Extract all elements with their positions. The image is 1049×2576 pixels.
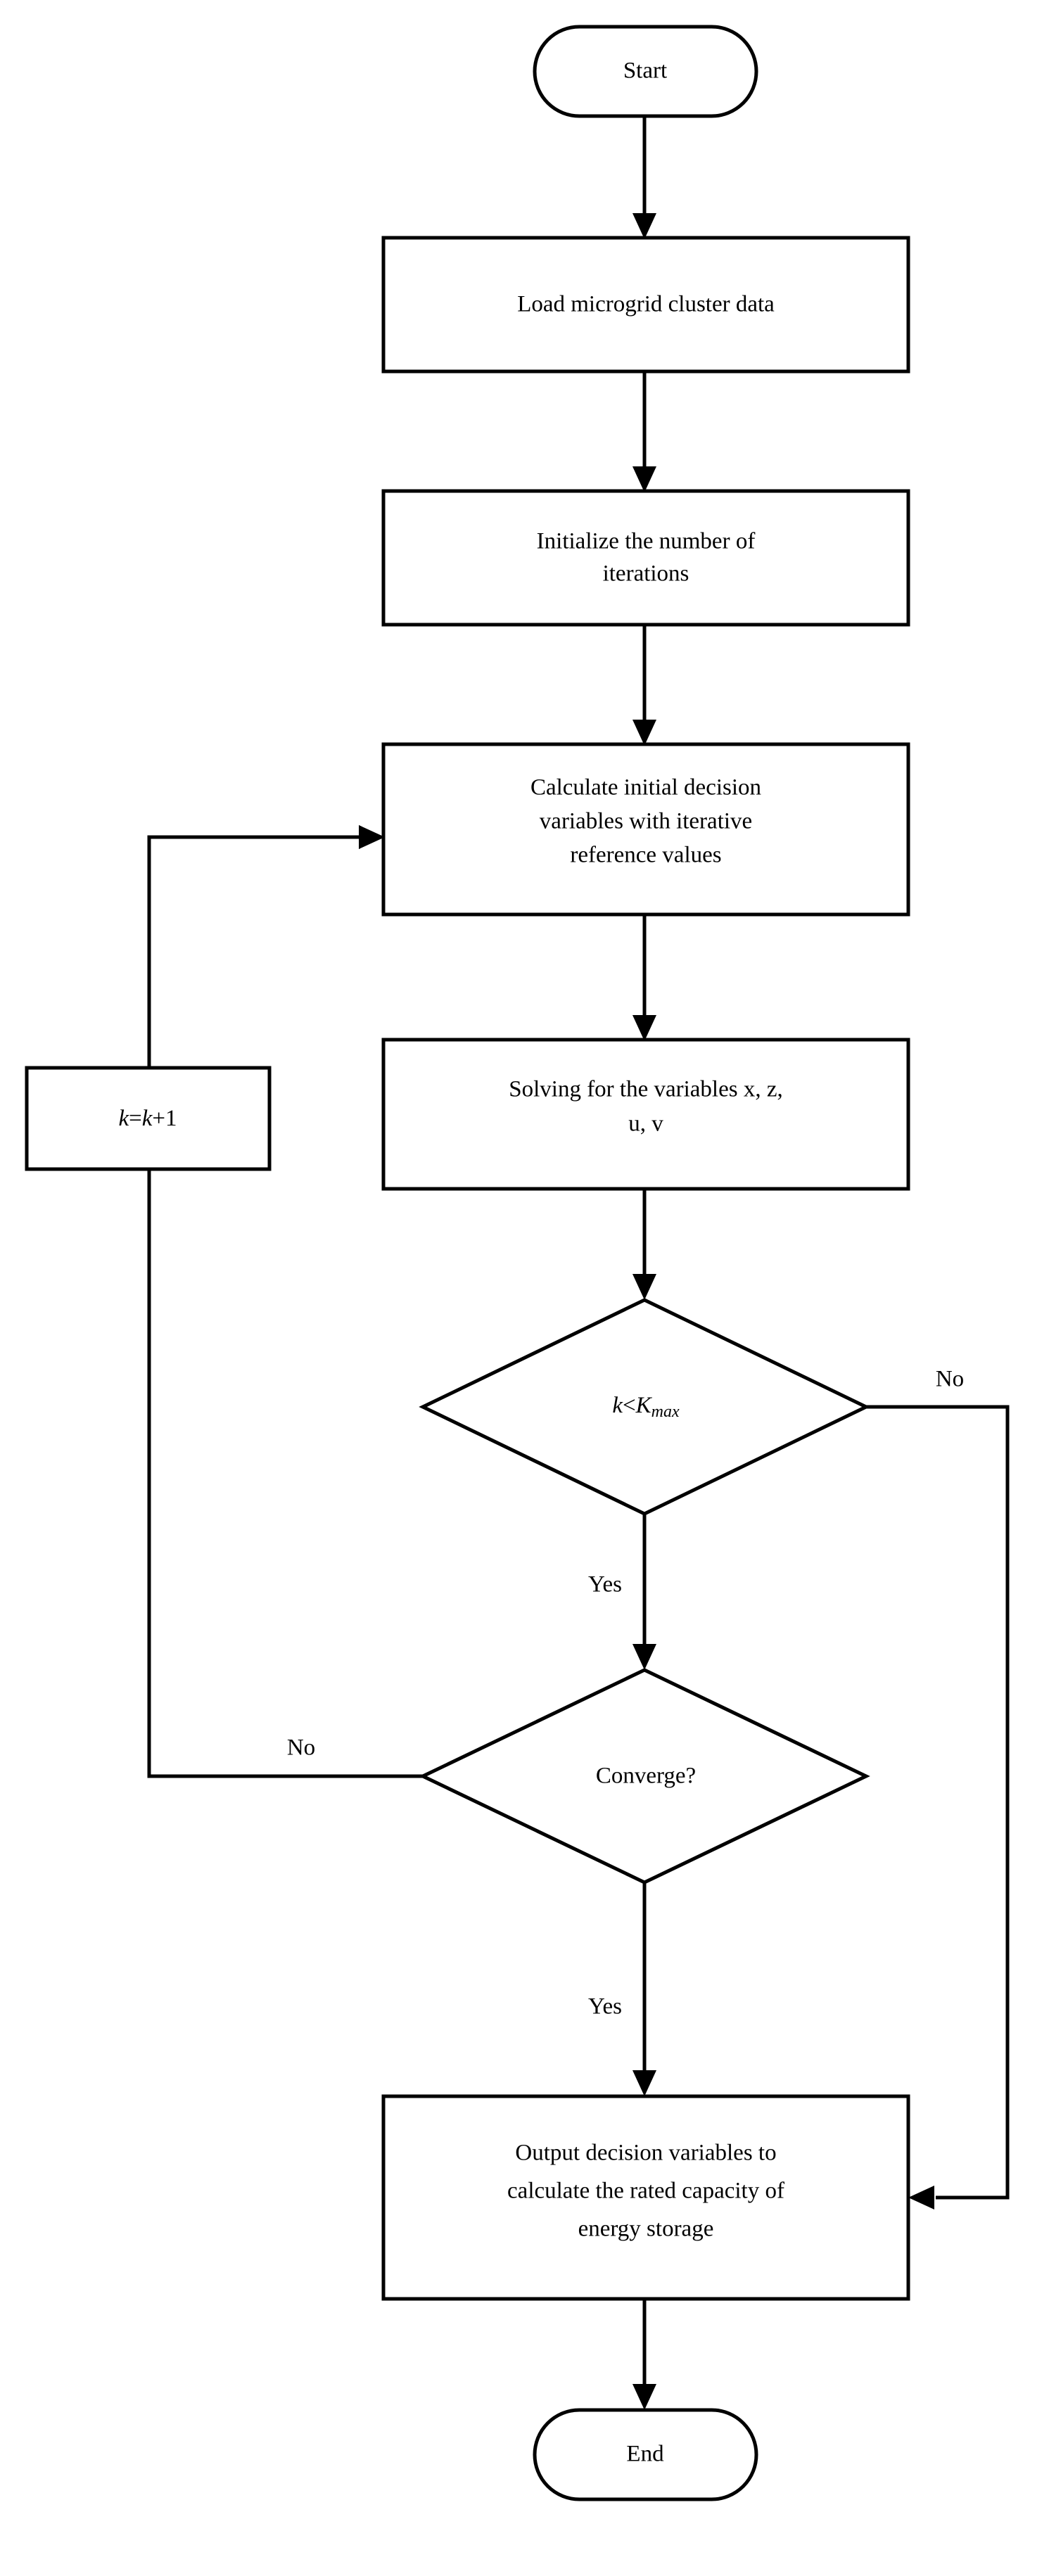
check-iter-var: k <box>612 1393 623 1418</box>
node-increment-label: k=k+1 <box>118 1106 177 1131</box>
edge-label-converge-no: No <box>287 1735 315 1761</box>
edge-label-converge-yes: Yes <box>588 1994 622 2020</box>
increment-eq: = <box>129 1106 142 1131</box>
node-output-result-line3: energy storage <box>578 2217 714 2242</box>
node-init-iterations[interactable]: Initialize the number of iterations <box>381 489 910 627</box>
node-solve-vars-line2: u, v <box>628 1111 663 1137</box>
connector-start-to-load <box>632 116 656 239</box>
node-calc-initial-line1: Calculate initial decision <box>530 775 761 801</box>
check-iter-subscript: max <box>651 1403 680 1421</box>
node-start[interactable]: Start <box>533 25 758 118</box>
node-start-label: Start <box>623 58 667 84</box>
node-output-result[interactable]: Output decision variables to calculate t… <box>381 2094 910 2301</box>
connector-solve-to-checkiter <box>632 1189 656 1300</box>
node-calc-initial-line3: reference values <box>570 843 721 868</box>
node-check-iter[interactable]: k<Kmax <box>419 1298 870 1516</box>
node-solve-vars[interactable]: Solving for the variables x, z, u, v <box>381 1038 910 1191</box>
increment-var2: k <box>142 1106 153 1131</box>
node-calc-initial-line2: variables with iterative <box>540 809 752 834</box>
check-iter-op: < <box>623 1393 636 1418</box>
node-end-label: End <box>626 2442 664 2467</box>
connector-output-to-end <box>632 2299 656 2410</box>
check-iter-bound: K <box>635 1393 653 1418</box>
node-init-iterations-line2: iterations <box>603 561 689 587</box>
connector-converge-yes-to-output <box>632 1882 656 2096</box>
connector-load-to-init <box>632 371 656 492</box>
edge-label-checkiter-yes: Yes <box>588 1572 622 1598</box>
node-end[interactable]: End <box>533 2408 758 2501</box>
connector-calc-to-solve <box>632 914 656 1041</box>
increment-var1: k <box>118 1106 129 1131</box>
node-load-data[interactable]: Load microgrid cluster data <box>381 236 910 374</box>
connector-checkiter-yes-to-converge <box>632 1514 656 1670</box>
node-calc-initial[interactable]: Calculate initial decision variables wit… <box>381 742 910 917</box>
connector-init-to-calc <box>632 625 656 746</box>
node-solve-vars-line1: Solving for the variables x, z, <box>509 1077 783 1102</box>
node-output-result-line1: Output decision variables to <box>515 2141 776 2166</box>
edge-label-checkiter-no: No <box>936 1367 964 1392</box>
node-check-converge[interactable]: Converge? <box>419 1668 870 1885</box>
increment-plus: +1 <box>152 1106 177 1131</box>
connector-converge-no-to-increment <box>147 1169 423 1778</box>
node-load-data-label: Load microgrid cluster data <box>517 292 775 317</box>
node-init-iterations-line1: Initialize the number of <box>537 529 756 554</box>
node-check-converge-label: Converge? <box>596 1764 696 1789</box>
node-output-result-line2: calculate the rated capacity of <box>507 2179 784 2204</box>
node-increment[interactable]: k=k+1 <box>25 1066 272 1171</box>
connector-checkiter-no-to-output <box>866 1405 1010 2210</box>
node-check-iter-label: k<Kmax <box>612 1393 680 1421</box>
